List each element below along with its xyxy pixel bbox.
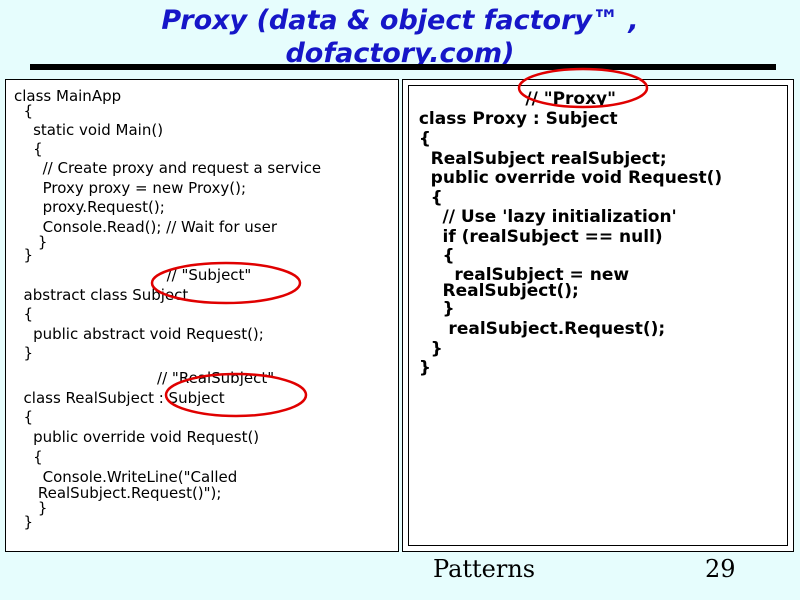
code-line: class MainApp <box>14 87 122 105</box>
code-line: } <box>407 339 443 359</box>
footer-label: Patterns <box>433 555 536 583</box>
code-line: abstract class Subject <box>14 286 189 304</box>
code-line: { <box>14 102 34 120</box>
right-code-panel: // "Proxy" class Proxy : Subject { RealS… <box>402 79 794 552</box>
code-line: RealSubject.Request()"); <box>14 484 222 502</box>
code-line: } <box>407 299 455 319</box>
code-line: } <box>14 344 34 362</box>
code-line: Console.WriteLine("Called <box>14 468 238 486</box>
code-line: // Use 'lazy initialization' <box>407 207 677 227</box>
code-line: public abstract void Request(); <box>14 325 264 343</box>
code-line: public override void Request() <box>407 168 723 188</box>
code-line: { <box>407 188 443 208</box>
title-divider <box>30 64 776 70</box>
code-line: public override void Request() <box>14 428 260 446</box>
code-line: { <box>407 129 431 149</box>
code-line: } <box>14 513 34 531</box>
code-line: class Proxy : Subject <box>407 109 618 129</box>
code-line: { <box>14 448 43 466</box>
code-line: Proxy proxy = new Proxy(); <box>14 179 247 197</box>
slide-title-line-1: Proxy (data & object factory™ , <box>161 5 639 36</box>
slide-title: Proxy (data & object factory™ , dofactor… <box>0 4 800 70</box>
page-number: 29 <box>705 555 736 583</box>
slide-title-line-2: dofactory.com) <box>285 38 515 69</box>
code-line: } <box>14 233 48 251</box>
code-line: Console.Read(); // Wait for user <box>14 218 278 236</box>
code-line: { <box>14 408 34 426</box>
left-code-panel: class MainApp { static void Main() { // … <box>5 79 399 552</box>
code-line: realSubject = new <box>407 265 630 285</box>
code-line: // Create proxy and request a service <box>14 159 322 177</box>
code-line: { <box>14 305 34 323</box>
code-line: } <box>14 499 48 517</box>
code-line: static void Main() <box>14 121 164 139</box>
code-line: // "Proxy" <box>407 89 616 109</box>
code-line: // "Subject" <box>14 266 252 284</box>
code-line: } <box>407 358 431 378</box>
code-line: } <box>14 246 34 264</box>
code-line: RealSubject(); <box>407 281 579 301</box>
code-line: RealSubject realSubject; <box>407 149 667 169</box>
code-line: if (realSubject == null) <box>407 227 663 247</box>
code-line: { <box>14 140 43 158</box>
code-line: proxy.Request(); <box>14 198 165 216</box>
code-line: { <box>407 246 455 266</box>
code-line: // "RealSubject" <box>14 369 275 387</box>
code-line: realSubject.Request(); <box>407 319 666 339</box>
code-line: class RealSubject : Subject <box>14 389 225 407</box>
